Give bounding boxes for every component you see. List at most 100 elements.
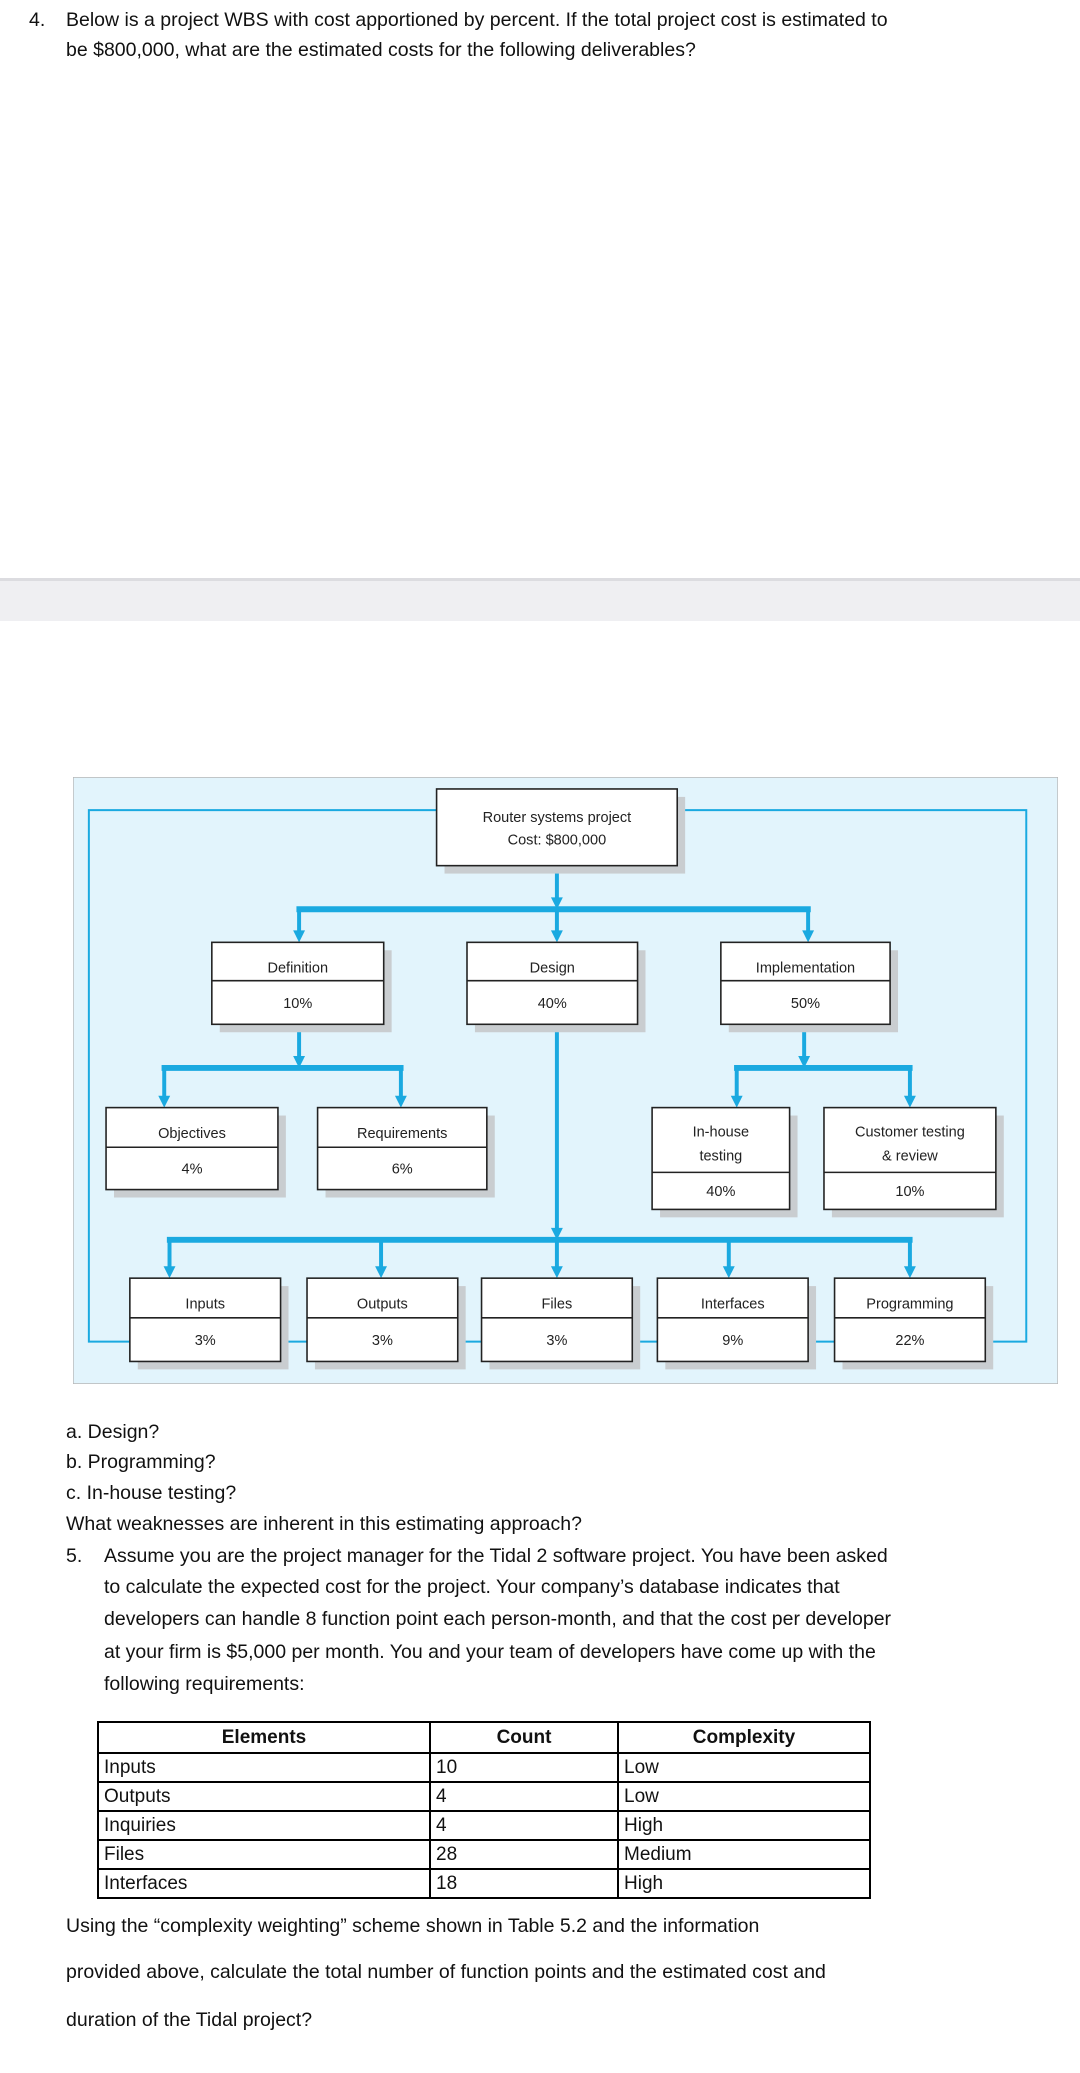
weakness-question: What weaknesses are inherent in this est… <box>66 1513 582 1535</box>
node-label: In-house <box>693 1125 750 1141</box>
arrow-head-icon <box>163 1266 176 1279</box>
sub-question-b: b. Programming? <box>66 1451 216 1473</box>
box-frame <box>316 1106 488 1191</box>
cell-count: 4 <box>429 1810 619 1841</box>
node-percent: 3% <box>546 1333 567 1349</box>
cell-element: Inquiries <box>97 1810 431 1841</box>
sub-question-c: c. In-house testing? <box>66 1482 237 1504</box>
cell-complexity: High <box>617 1810 871 1841</box>
wbs-node-programming: Programming 22% <box>833 1277 994 1370</box>
node-label: Files <box>542 1297 573 1313</box>
box-frame <box>306 1277 459 1363</box>
cell-count: 4 <box>429 1781 619 1812</box>
outer-connector-right <box>677 809 1028 1343</box>
wbs-node-objectives: Objectives 4% <box>105 1106 286 1198</box>
wbs-node-implementation: Implementation 50% <box>720 941 899 1033</box>
node-percent: 10% <box>283 996 312 1012</box>
wbs-node-design: Design 40% <box>466 941 646 1033</box>
header-elements: Elements <box>97 1721 431 1754</box>
node-label: Programming <box>866 1297 953 1313</box>
arrow-head-icon <box>730 1095 743 1108</box>
question-5-line-3: developers can handle 8 function point e… <box>104 1608 892 1630</box>
arrow-head-icon <box>394 1095 407 1108</box>
node-percent: 4% <box>181 1162 202 1178</box>
cell-element: Files <box>97 1839 431 1870</box>
arrow-head-icon <box>550 1227 563 1240</box>
arrow-head-icon <box>293 1056 306 1068</box>
question-5-line-5: following requirements: <box>104 1673 305 1695</box>
page-separator-band <box>0 578 1080 621</box>
wbs-node-customer: Customer testing & review 10% <box>823 1106 1004 1218</box>
node-label: Interfaces <box>701 1297 765 1313</box>
arrow-head-icon <box>550 1266 563 1279</box>
node-label: Definition <box>267 961 328 977</box>
node-label: Inputs <box>185 1297 225 1313</box>
arrow-head-icon <box>158 1095 171 1108</box>
arrow-head-icon <box>550 930 563 943</box>
node-label: Design <box>530 961 575 977</box>
node-label: Requirements <box>357 1126 447 1142</box>
wbs-node-definition: Definition 10% <box>211 941 392 1033</box>
box-frame <box>435 788 679 867</box>
arrow-head-icon <box>375 1266 388 1279</box>
box-frame <box>129 1277 282 1363</box>
cell-complexity: High <box>617 1868 871 1899</box>
arrow-head-icon <box>722 1266 735 1279</box>
node-percent: 6% <box>392 1162 413 1178</box>
cell-complexity: Low <box>617 1752 871 1783</box>
cell-count: 18 <box>429 1868 619 1899</box>
box-frame <box>833 1277 987 1363</box>
question-5-number: 5. <box>66 1545 83 1567</box>
closing-line-2: provided above, calculate the total numb… <box>66 1961 826 1983</box>
node-percent: 3% <box>372 1333 393 1349</box>
question-4-line-2: be $800,000, what are the estimated cost… <box>66 39 696 61</box>
box-frame <box>211 941 385 1026</box>
arrow-head-icon <box>293 930 306 943</box>
node-percent: 9% <box>722 1333 743 1349</box>
arrow-head-icon <box>550 897 563 910</box>
table-header-row: Elements Count Complexity <box>97 1721 871 1754</box>
node-percent: 22% <box>895 1333 924 1349</box>
box-frame <box>466 941 639 1026</box>
cell-complexity: Medium <box>617 1839 871 1870</box>
box-frame <box>105 1106 279 1191</box>
box-frame <box>651 1106 791 1211</box>
question-5-line-1: Assume you are the project manager for t… <box>104 1545 888 1567</box>
wbs-node-inputs: Inputs 3% <box>129 1277 289 1370</box>
box-frame <box>823 1106 997 1211</box>
wbs-node-requirements: Requirements 6% <box>316 1106 495 1198</box>
node-label: Implementation <box>756 961 855 977</box>
root-title: Router systems project <box>483 810 632 826</box>
box-frame <box>480 1277 634 1363</box>
cell-count: 28 <box>429 1839 619 1870</box>
box-frame <box>720 941 891 1026</box>
node-label: & review <box>882 1148 938 1164</box>
cell-element: Outputs <box>97 1781 431 1812</box>
node-percent: 3% <box>195 1333 216 1349</box>
wbs-node-interfaces: Interfaces 9% <box>656 1277 817 1370</box>
arrow-head-icon <box>903 1266 916 1279</box>
node-label: Objectives <box>158 1126 226 1142</box>
question-4-number: 4. <box>29 9 46 31</box>
question-4-line-1: Below is a project WBS with cost apporti… <box>66 9 888 31</box>
node-percent: 50% <box>791 996 820 1012</box>
cell-element: Interfaces <box>97 1868 431 1899</box>
closing-line-3: duration of the Tidal project? <box>66 2009 313 2031</box>
node-percent: 40% <box>538 996 567 1012</box>
cell-complexity: Low <box>617 1781 871 1812</box>
node-label: Customer testing <box>855 1125 965 1141</box>
arrow-head-icon <box>903 1095 916 1108</box>
node-label: testing <box>699 1148 742 1164</box>
arrow-head-icon <box>802 930 815 943</box>
node-percent: 10% <box>895 1184 924 1200</box>
wbs-node-files: Files 3% <box>480 1277 641 1370</box>
